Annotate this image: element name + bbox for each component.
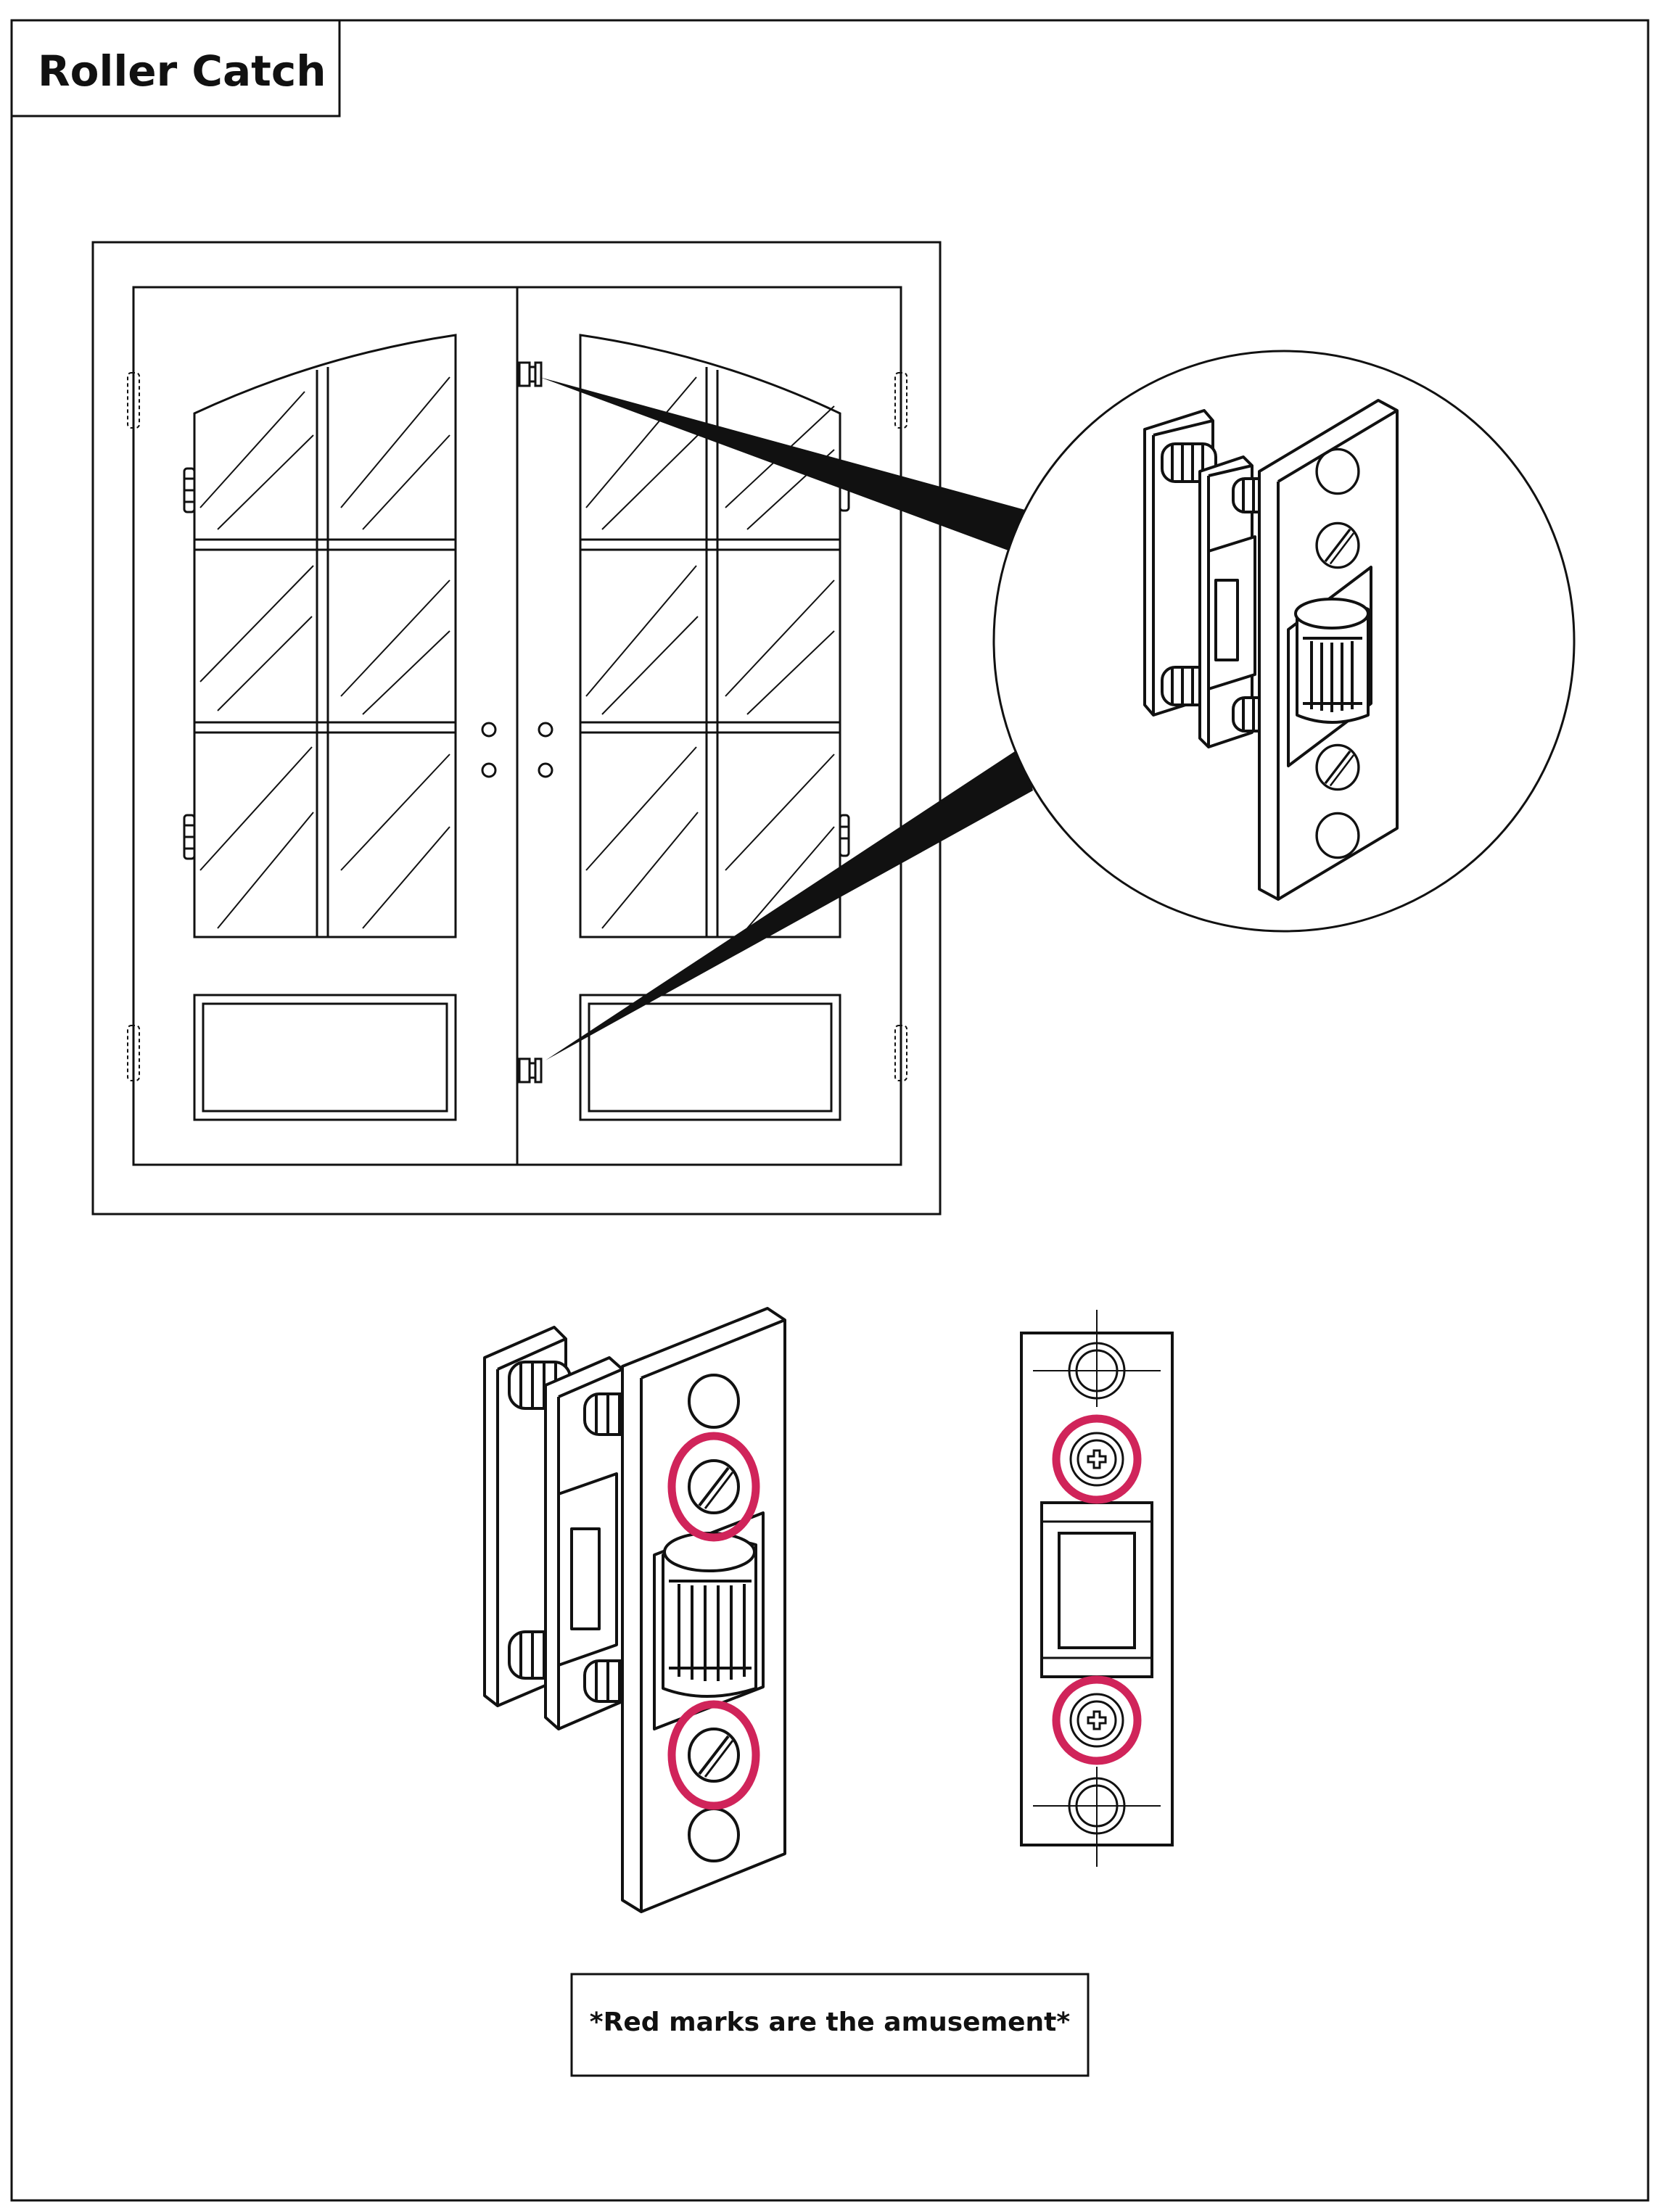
note-box [570,1973,1090,2077]
strike-plate-front-view [1020,1310,1174,1867]
title-box [10,19,341,117]
left-handle-bottom [481,762,497,778]
double-door-diagram [91,241,942,1216]
callout-pointer-bottom [546,747,1033,1060]
side-latches [183,467,850,860]
left-glass-reflections [199,376,450,929]
right-handle-top [538,722,553,738]
roller-catch-location-top [518,361,543,387]
roller-catch-isometric [483,1307,786,1913]
right-glass-panel [579,334,841,938]
highlight-mark-top-screw [1052,1414,1142,1504]
left-lower-panel [193,994,457,1121]
highlight-mark-bottom-screw [1052,1675,1142,1765]
right-handle-bottom [538,762,553,778]
door-outer-frame [91,241,942,1216]
highlight-mark-lower-screw [667,1700,760,1810]
door-hinges [127,372,907,1081]
page-border [10,19,1650,2202]
roller-catch-zoomed [1143,399,1399,901]
right-lower-panel [579,994,841,1121]
roller-catch-location-bottom [518,1057,543,1084]
left-handle-top [481,722,497,738]
page-title: Roller Catch [38,46,326,96]
left-glass-panel [193,334,457,938]
note-text: *Red marks are the amusement* [590,2007,1071,2037]
callout-pointer-top [540,377,1033,553]
highlight-mark-upper-screw [667,1432,760,1542]
